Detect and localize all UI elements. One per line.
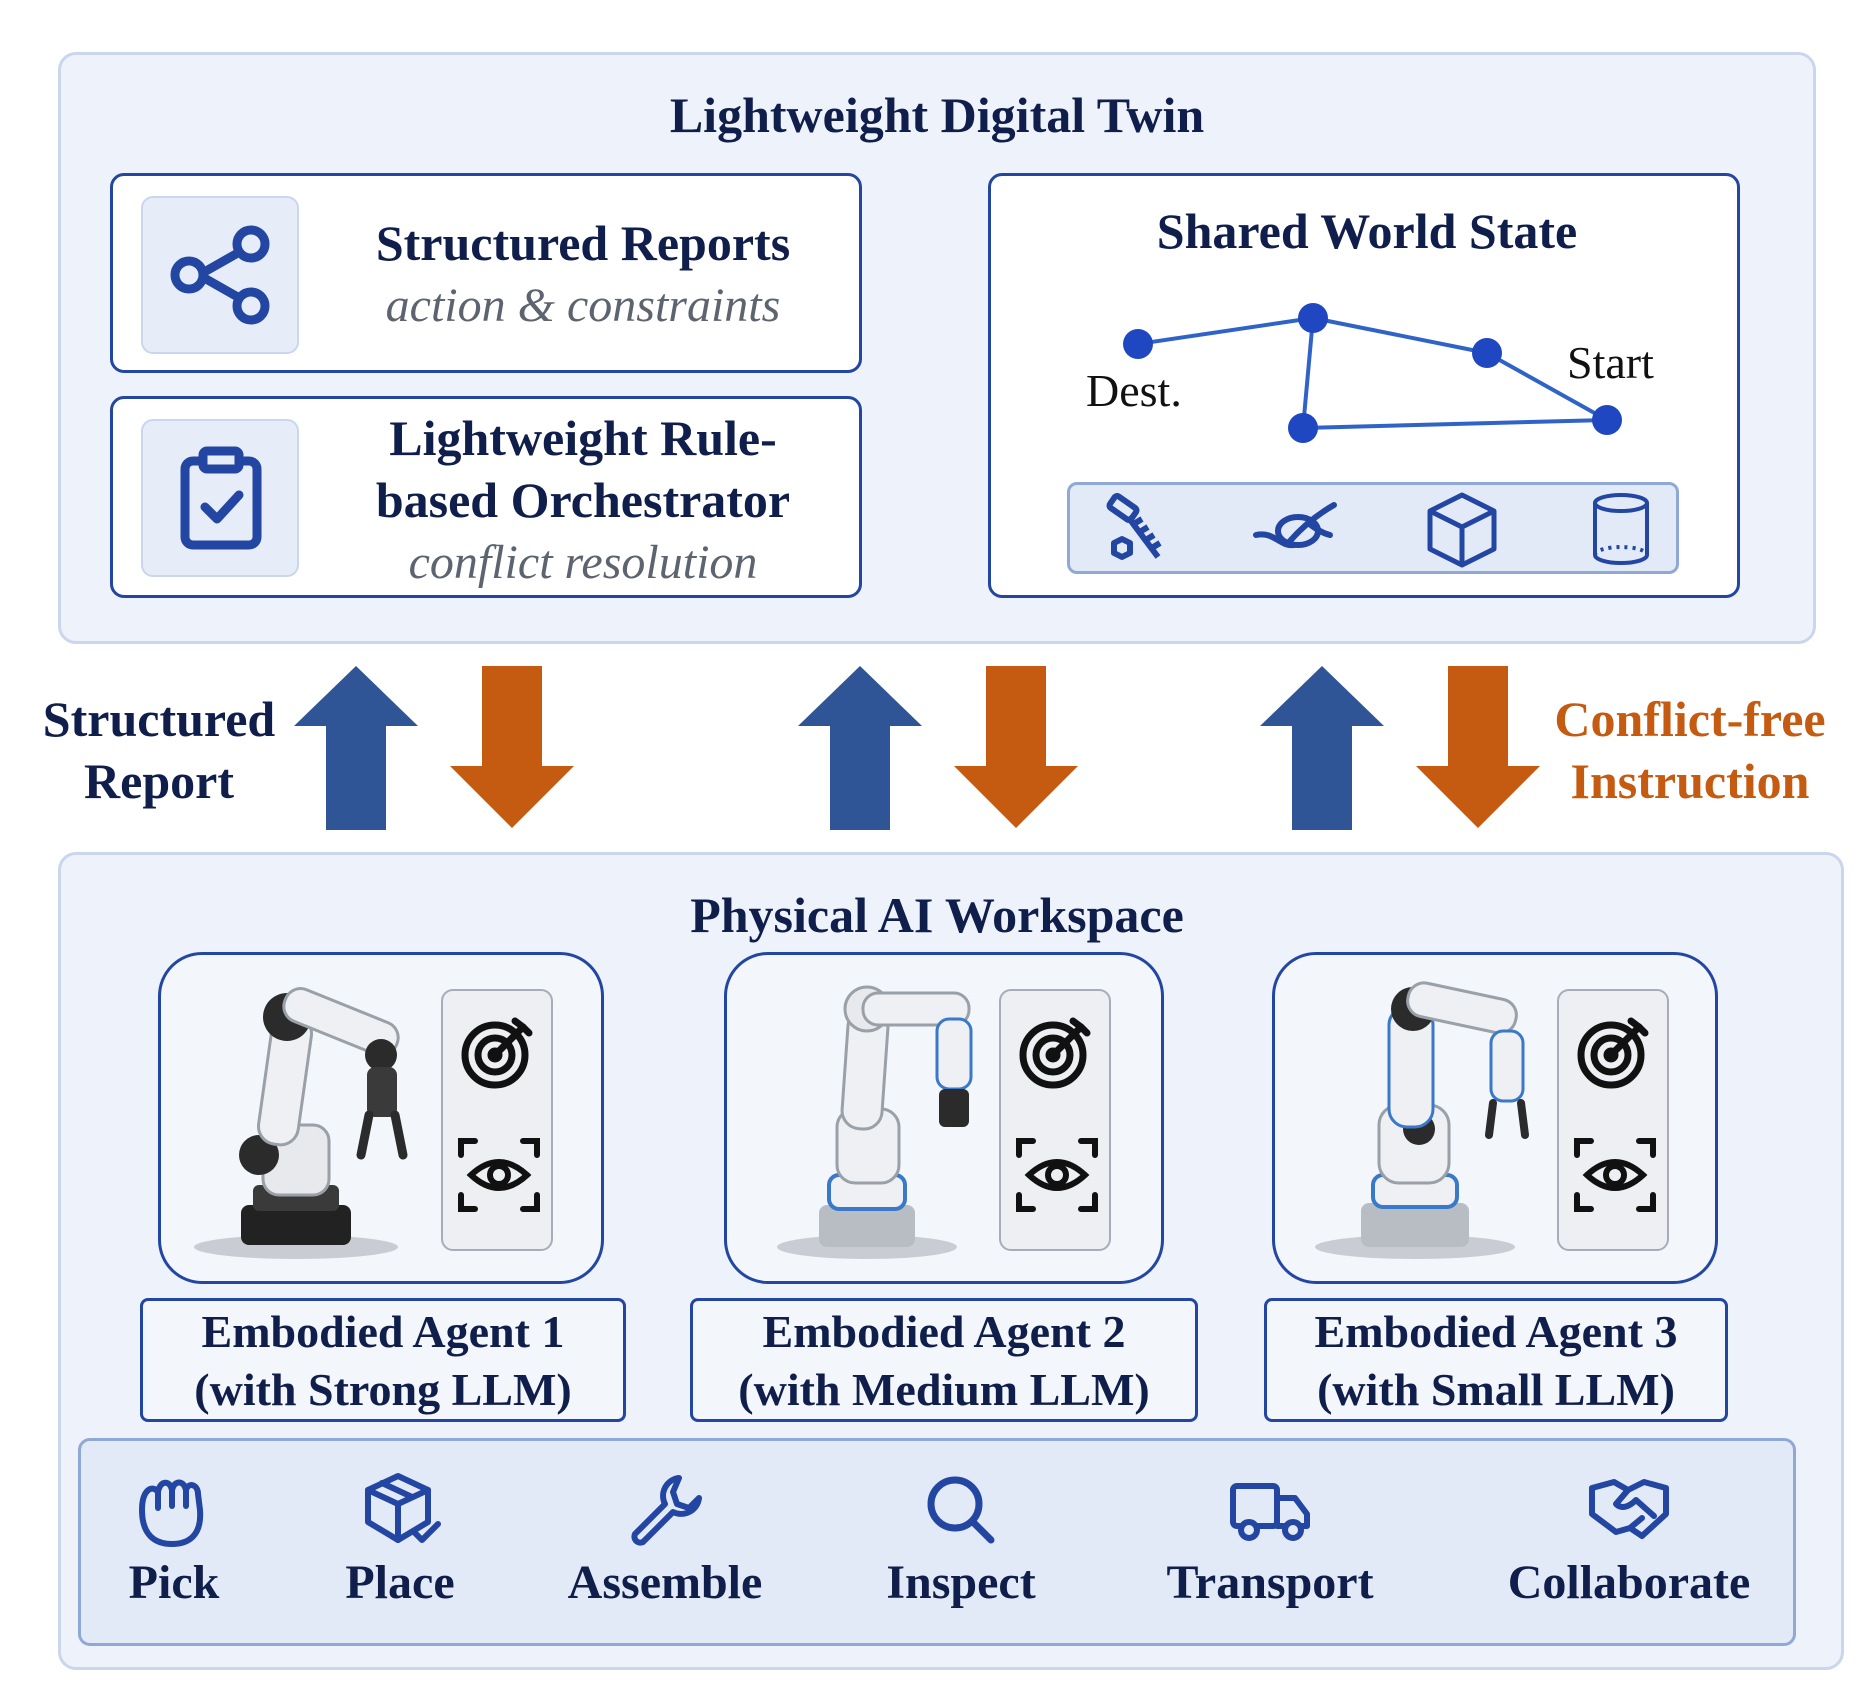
agent-label-line2: (with Strong LLM) (194, 1364, 572, 1415)
action-label: Place (345, 1556, 455, 1609)
action-label: Collaborate (1507, 1556, 1751, 1609)
cube-icon (1427, 492, 1497, 568)
share-icon-box (141, 196, 299, 354)
handshake-icon (1589, 1479, 1669, 1539)
bolt-icon (1106, 493, 1162, 560)
shared-world-state-card: Shared World State Dest. Start (988, 173, 1740, 598)
graph-node (1298, 303, 1328, 333)
target-icon (1019, 1017, 1091, 1089)
up-arrow-3 (1260, 666, 1384, 830)
vision-eye-icon (1016, 1138, 1098, 1212)
vision-eye-icon (1574, 1138, 1656, 1212)
structured-report-label-line2: Report (84, 753, 234, 809)
workspace-title: Physical AI Workspace (690, 887, 1184, 943)
world-state-title: Shared World State (1156, 203, 1578, 259)
agent-label-line2: (with Medium LLM) (738, 1364, 1150, 1415)
graph-node (1472, 338, 1502, 368)
share-icon (170, 225, 270, 325)
action-assemble: Assemble (550, 1470, 780, 1610)
conflict-free-label-line2: Instruction (1570, 753, 1810, 809)
agent-label-1: Embodied Agent 1 (with Strong LLM) (140, 1298, 626, 1422)
vision-eye-icon (458, 1138, 540, 1212)
agent-label-line1: Embodied Agent 2 (762, 1306, 1126, 1357)
graph-node (1288, 413, 1318, 443)
agent-label-line2: (with Small LLM) (1317, 1364, 1675, 1415)
graph-node (1123, 329, 1153, 359)
cylinder-icon (1593, 493, 1649, 565)
action-place: Place (320, 1470, 480, 1610)
target-icon (1577, 1017, 1649, 1089)
digital-twin-title: Lightweight Digital Twin (669, 87, 1205, 143)
target-icon (461, 1017, 533, 1089)
down-arrow-2 (954, 666, 1078, 828)
orchestrator-card: Lightweight Rule- based Orchestrator con… (110, 396, 862, 598)
robot-arm-image (1315, 981, 1529, 1259)
orchestrator-title-line2: based Orchestrator (375, 472, 791, 528)
magnifier-icon (927, 1476, 995, 1544)
conflict-free-label-line1: Conflict-free (1554, 691, 1826, 747)
structured-reports-card: Structured Reports action & constraints (110, 173, 862, 373)
robot-arm-image (777, 985, 973, 1259)
clipboard-icon-box (141, 419, 299, 577)
agent-card-1 (158, 952, 604, 1284)
agent-label-3: Embodied Agent 3 (with Small LLM) (1264, 1298, 1728, 1422)
wrench-icon (631, 1475, 702, 1546)
agent-label-line1: Embodied Agent 3 (1314, 1306, 1678, 1357)
truck-icon (1230, 1483, 1310, 1541)
actions-strip (78, 1438, 1796, 1646)
world-state-graph (1123, 303, 1622, 443)
flow-arrows (294, 666, 1540, 830)
agent-card-2 (724, 952, 1164, 1284)
agent-label-line1: Embodied Agent 1 (201, 1306, 565, 1357)
structured-report-label-line1: Structured (42, 691, 276, 747)
action-inspect: Inspect (866, 1470, 1056, 1610)
object-icon-tray (1067, 482, 1679, 574)
action-pick: Pick (96, 1470, 252, 1610)
agent-card-3 (1272, 952, 1718, 1284)
rope-icon (1253, 502, 1337, 549)
package-check-icon (365, 1473, 441, 1543)
up-arrow-2 (798, 666, 922, 830)
action-transport: Transport (1144, 1470, 1396, 1610)
structured-reports-subtitle: action & constraints (385, 279, 781, 332)
robot-arm-image (194, 987, 408, 1259)
orchestrator-title-line1: Lightweight Rule- (389, 410, 777, 466)
agent-label-2: Embodied Agent 2 (with Medium LLM) (690, 1298, 1198, 1422)
hand-icon (139, 1479, 204, 1547)
dest-label: Dest. (1086, 365, 1182, 416)
action-label: Inspect (886, 1556, 1036, 1609)
action-collaborate: Collaborate (1484, 1470, 1774, 1610)
down-arrow-3 (1416, 666, 1540, 828)
up-arrow-1 (294, 666, 418, 830)
start-label: Start (1567, 337, 1654, 388)
action-label: Transport (1166, 1556, 1374, 1609)
clipboard-check-icon (180, 446, 262, 550)
action-label: Assemble (567, 1556, 763, 1609)
down-arrow-1 (450, 666, 574, 828)
orchestrator-subtitle: conflict resolution (408, 536, 758, 589)
graph-node (1592, 405, 1622, 435)
structured-reports-title: Structured Reports (375, 215, 791, 271)
action-label: Pick (128, 1556, 220, 1609)
